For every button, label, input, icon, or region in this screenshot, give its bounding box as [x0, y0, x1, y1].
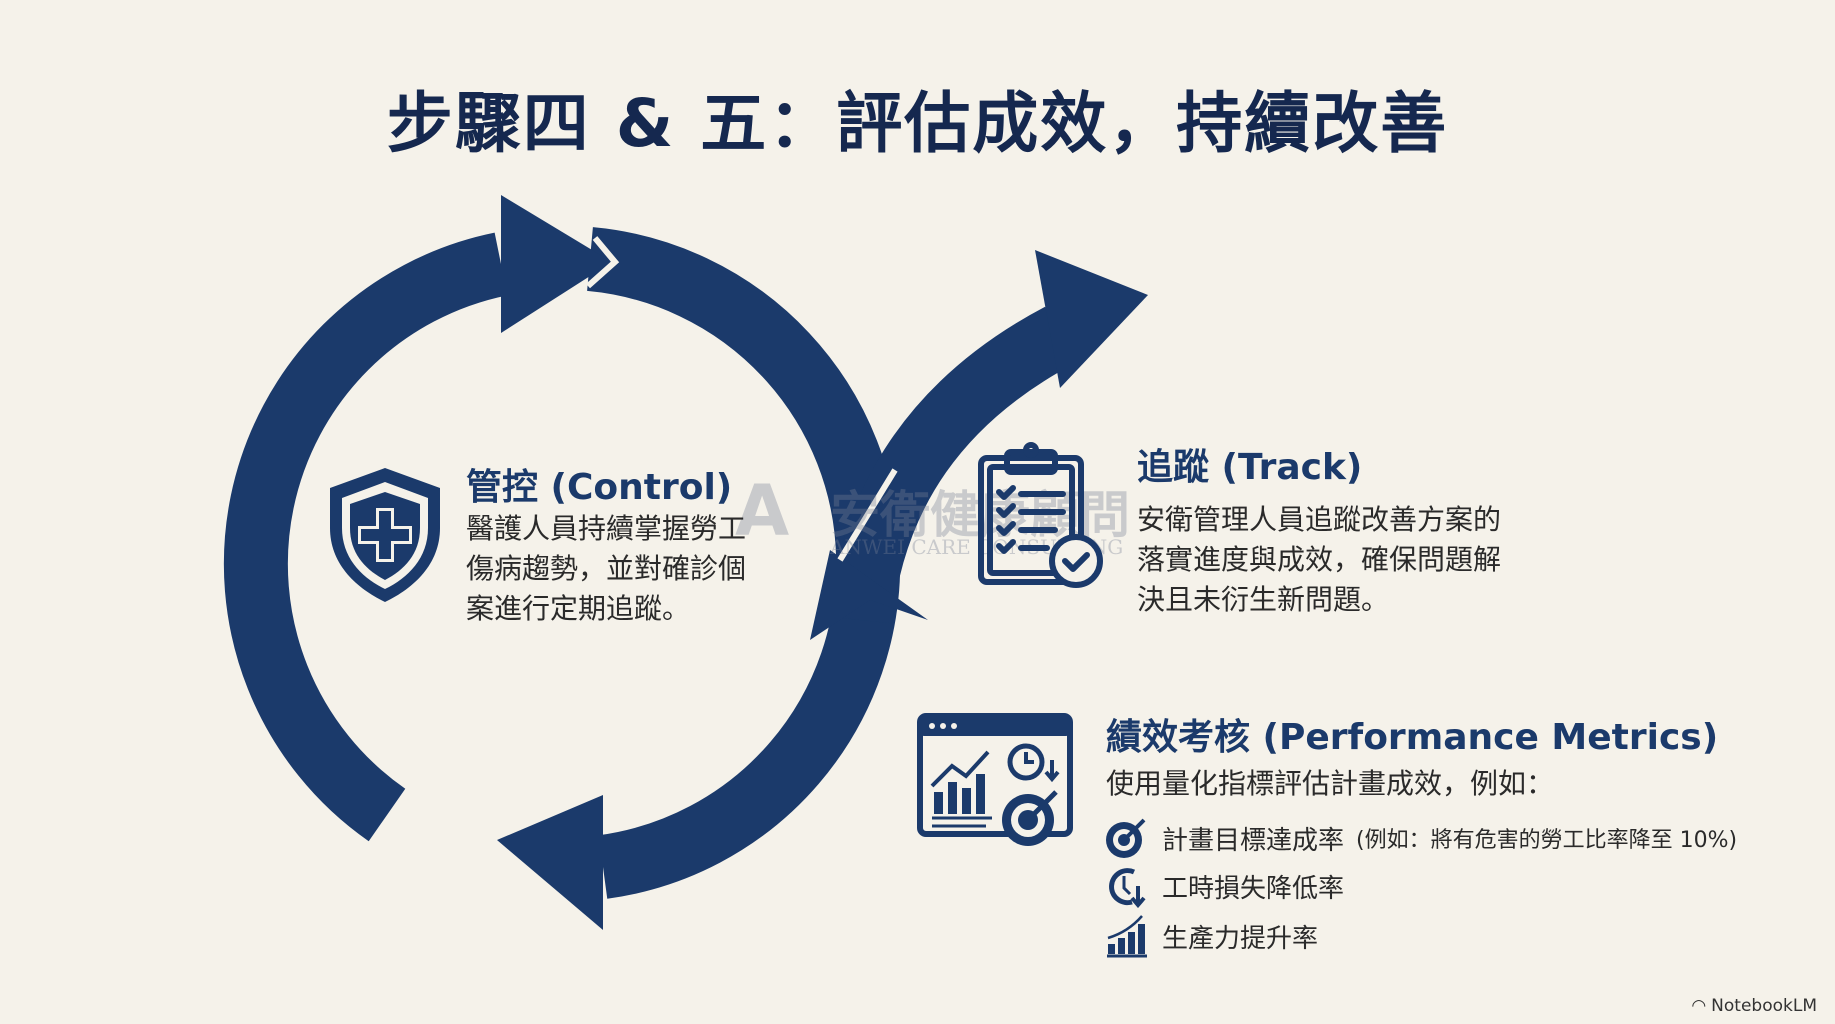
- branding-label: NotebookLM: [1711, 996, 1817, 1016]
- track-line: 決且未衍生新問題。: [1137, 583, 1390, 616]
- control-body: 醫護人員持續掌握勞工 傷病趨勢，並對確診個 案進行定期追蹤。: [466, 509, 746, 629]
- target-icon: [1106, 818, 1146, 858]
- metric-item: 工時損失降低率: [1104, 864, 1344, 908]
- bar-chart-up-icon: [1107, 915, 1147, 958]
- metric-item: 計畫目標達成率 (例如：將有危害的勞工比率降至 10%): [1104, 816, 1737, 860]
- track-heading: 追蹤 (Track): [1137, 447, 1363, 488]
- metric-label: 工時損失降低率: [1162, 873, 1345, 904]
- track-line: 落實進度與成效，確保問題解: [1137, 543, 1502, 576]
- notebooklm-icon: ◠: [1691, 996, 1707, 1016]
- track-line: 安衛管理人員追蹤改善方案的: [1137, 503, 1502, 536]
- notebooklm-branding: ◠ NotebookLM: [1691, 996, 1817, 1016]
- watermark-logo: A: [735, 470, 790, 552]
- metric-note: (例如：將有危害的勞工比率降至 10%): [1356, 828, 1738, 853]
- metrics-heading: 績效考核 (Performance Metrics): [1106, 717, 1719, 758]
- metric-label: 計畫目標達成率: [1162, 825, 1345, 856]
- control-line: 案進行定期追蹤。: [466, 592, 691, 625]
- swoosh-tail: [810, 550, 928, 640]
- arrowhead-top: [501, 195, 612, 333]
- page-title: 步驟四 & 五：評估成效，持續改善: [386, 85, 1449, 162]
- metric-label: 生產力提升率: [1162, 923, 1319, 954]
- shield-plus-icon: [330, 468, 440, 602]
- arrowhead-exit: [1035, 250, 1148, 388]
- clock-down-icon: [1109, 868, 1146, 908]
- arrowhead-bottom: [497, 795, 603, 930]
- control-heading: 管控 (Control): [466, 467, 733, 508]
- clipboard-check-icon: [978, 442, 1103, 588]
- cycle-arc-left: [223, 232, 508, 842]
- metrics-subtitle: 使用量化指標評估計畫成效，例如：: [1106, 767, 1555, 800]
- metric-item: 生產力提升率: [1104, 914, 1318, 958]
- control-line: 傷病趨勢，並對確診個: [466, 552, 747, 585]
- control-line: 醫護人員持續掌握勞工: [466, 512, 747, 545]
- track-body: 安衛管理人員追蹤改善方案的 落實進度與成效，確保問題解 決且未衍生新問題。: [1137, 500, 1501, 620]
- exit-swoosh: [828, 306, 1076, 624]
- dashboard-icon: [917, 713, 1073, 846]
